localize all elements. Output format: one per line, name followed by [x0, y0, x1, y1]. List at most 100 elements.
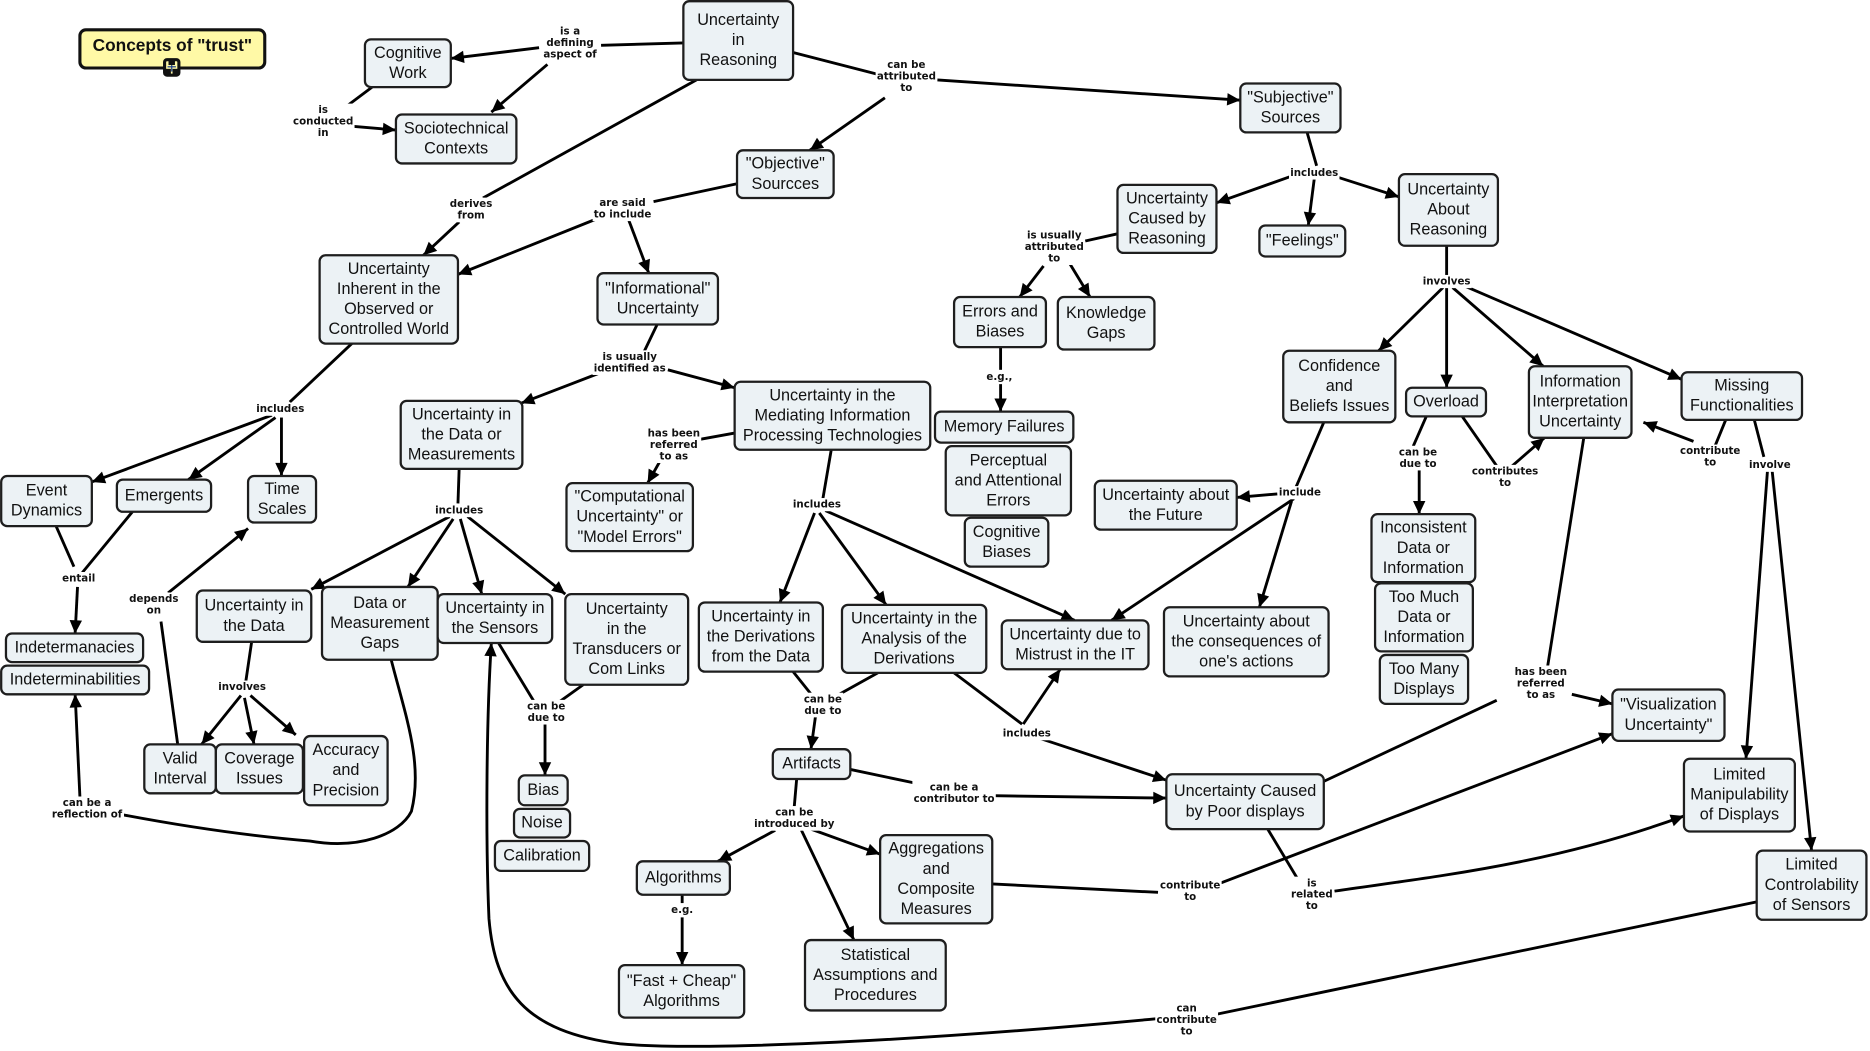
concept-node-calibration[interactable]: Calibration — [493, 839, 591, 872]
concept-box — [1282, 349, 1397, 424]
concept-box — [493, 839, 591, 872]
concept-node-overload[interactable]: Overload — [1404, 386, 1488, 418]
concept-node-artifacts[interactable]: Artifacts — [771, 748, 852, 781]
link-label-conf_include[interactable]: include — [1277, 486, 1323, 500]
link-label-eg_alg[interactable]: e.g. — [669, 903, 695, 917]
link-label-entail[interactable]: entail — [60, 571, 97, 586]
concept-node-feelings[interactable]: "Feelings" — [1258, 224, 1347, 258]
concept-box — [1611, 688, 1726, 742]
link-label-analysis_includes[interactable]: includes — [1001, 727, 1053, 741]
concept-box — [735, 149, 835, 200]
concept-node-algorithms[interactable]: Algorithms — [635, 860, 732, 896]
concept-map-icon[interactable] — [163, 58, 181, 77]
link-label-ud_involves[interactable]: involves — [217, 680, 268, 694]
link-line — [1459, 282, 1683, 381]
link-label-med_includes[interactable]: includes — [791, 498, 843, 512]
concept-node-noise[interactable]: Noise — [512, 807, 572, 839]
link-label-subj_includes[interactable]: includes — [1289, 166, 1340, 180]
link-label-dm_includes[interactable]: includes — [433, 503, 485, 518]
concept-node-informational[interactable]: "Informational"Uncertainty — [596, 272, 720, 326]
concept-node-memory[interactable]: Memory Failures — [933, 410, 1075, 444]
link-label-eg_errors[interactable]: e.g., — [985, 370, 1014, 384]
map-title[interactable]: Concepts of "trust" — [78, 28, 267, 77]
link-label-involves_uar[interactable]: involves — [1421, 274, 1472, 289]
concept-label: "Informational"Uncertainty — [605, 280, 710, 318]
concept-node-emergents[interactable]: Emergents — [115, 478, 213, 513]
concept-box — [1680, 371, 1804, 422]
concept-node-indet2[interactable]: Indeterminabilities — [0, 664, 151, 696]
concept-box — [565, 482, 695, 553]
concept-node-objective[interactable]: "Objective"Sourcces — [735, 149, 835, 200]
concept-node-subjective[interactable]: "Subjective"Sources — [1239, 82, 1342, 134]
concept-node-fastcheap[interactable]: "Fast + Cheap"Algorithms — [617, 963, 746, 1019]
concept-node-bias[interactable]: Bias — [517, 774, 569, 807]
arrowhead-icon — [809, 137, 825, 151]
concept-node-indet1[interactable]: Indetermanacies — [4, 632, 145, 664]
link-label-inh_includes[interactable]: includes — [255, 402, 306, 416]
link-label-involve_missing[interactable]: involve — [1747, 458, 1792, 472]
